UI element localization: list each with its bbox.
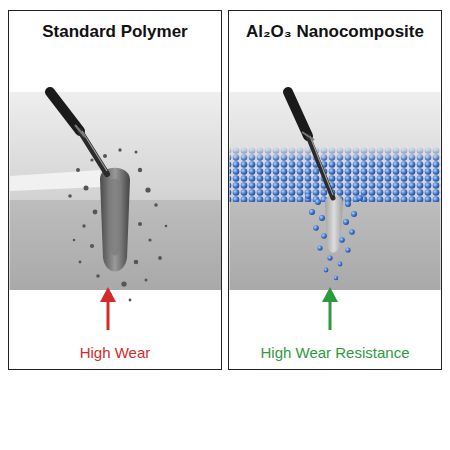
probe-highlight xyxy=(82,131,107,171)
debris-particle xyxy=(68,194,72,198)
wear-resistance-arrow xyxy=(322,287,338,330)
polymer-block xyxy=(10,92,222,290)
nanoparticle xyxy=(357,195,363,201)
probe-collar xyxy=(302,132,314,140)
debris-particle xyxy=(84,186,89,191)
arrow-shaft xyxy=(107,300,110,330)
debris-particle xyxy=(121,281,126,286)
debris-particle xyxy=(154,203,158,207)
groove-shading xyxy=(108,179,122,256)
nanoparticle xyxy=(339,237,345,243)
nanoparticle xyxy=(324,268,329,273)
debris-particle xyxy=(135,151,138,154)
debris-particle xyxy=(79,261,82,264)
debris-particle xyxy=(138,168,142,172)
probe-handle xyxy=(288,92,308,136)
wear-debris xyxy=(68,148,167,301)
arrow-shaft xyxy=(329,300,332,330)
high-wear-arrow xyxy=(100,287,116,330)
nanoparticle xyxy=(327,255,332,260)
debris-particle xyxy=(90,158,93,161)
wear-probe xyxy=(288,92,333,198)
probe-highlight xyxy=(310,136,333,195)
debris-particle xyxy=(93,210,98,215)
wear-probe xyxy=(50,92,107,174)
probe-shaft xyxy=(80,131,107,174)
nanoparticle xyxy=(309,209,315,215)
result-label: High Wear xyxy=(9,344,221,361)
debris-particle xyxy=(134,260,139,265)
debris-particle xyxy=(129,299,132,302)
nanoparticle xyxy=(315,199,321,205)
nanoparticle xyxy=(338,262,343,267)
scratch-track xyxy=(10,170,102,191)
debris-particle xyxy=(118,148,121,151)
debris-particle xyxy=(82,224,85,227)
shallow-groove xyxy=(325,195,343,252)
result-label: High Wear Resistance xyxy=(229,344,441,361)
panel-title: Standard Polymer xyxy=(9,22,221,42)
debris-particle xyxy=(90,244,94,248)
wear-groove xyxy=(100,168,130,272)
nanoparticle xyxy=(317,245,322,250)
falling-nanoparticles xyxy=(305,193,363,280)
nanoparticle xyxy=(305,193,311,199)
nanoparticle xyxy=(334,276,338,280)
debris-particle xyxy=(103,154,107,158)
arrow-head xyxy=(100,287,116,302)
nanoparticle xyxy=(351,211,357,217)
nanoparticle xyxy=(349,229,355,235)
panel-box: Standard PolymerHigh Wear xyxy=(8,10,222,370)
nanoparticle xyxy=(343,219,349,225)
debris-particle xyxy=(158,256,162,260)
debris-particle xyxy=(76,168,80,172)
nanoparticle-layer xyxy=(230,146,441,202)
debris-particle xyxy=(138,222,142,226)
debris-particle xyxy=(73,239,76,242)
debris-particle xyxy=(145,187,150,192)
nanoparticle xyxy=(313,225,319,231)
debris-particle xyxy=(148,238,151,241)
panel-title: Al₂O₃ Nanocomposite xyxy=(229,22,441,42)
nanocomposite-block xyxy=(230,92,441,290)
debris-particle xyxy=(145,279,148,282)
debris-particle xyxy=(165,225,168,228)
probe-collar xyxy=(75,125,85,137)
nanoparticle xyxy=(321,233,327,239)
panel-box: Al₂O₃ NanocompositeHigh Wear Resistance xyxy=(228,10,442,370)
debris-particle xyxy=(96,274,100,278)
probe-shaft xyxy=(308,136,333,198)
nanoparticle xyxy=(345,201,351,207)
nanoparticle xyxy=(319,215,325,221)
arrow-head xyxy=(322,287,338,302)
nanoparticle xyxy=(345,247,350,252)
